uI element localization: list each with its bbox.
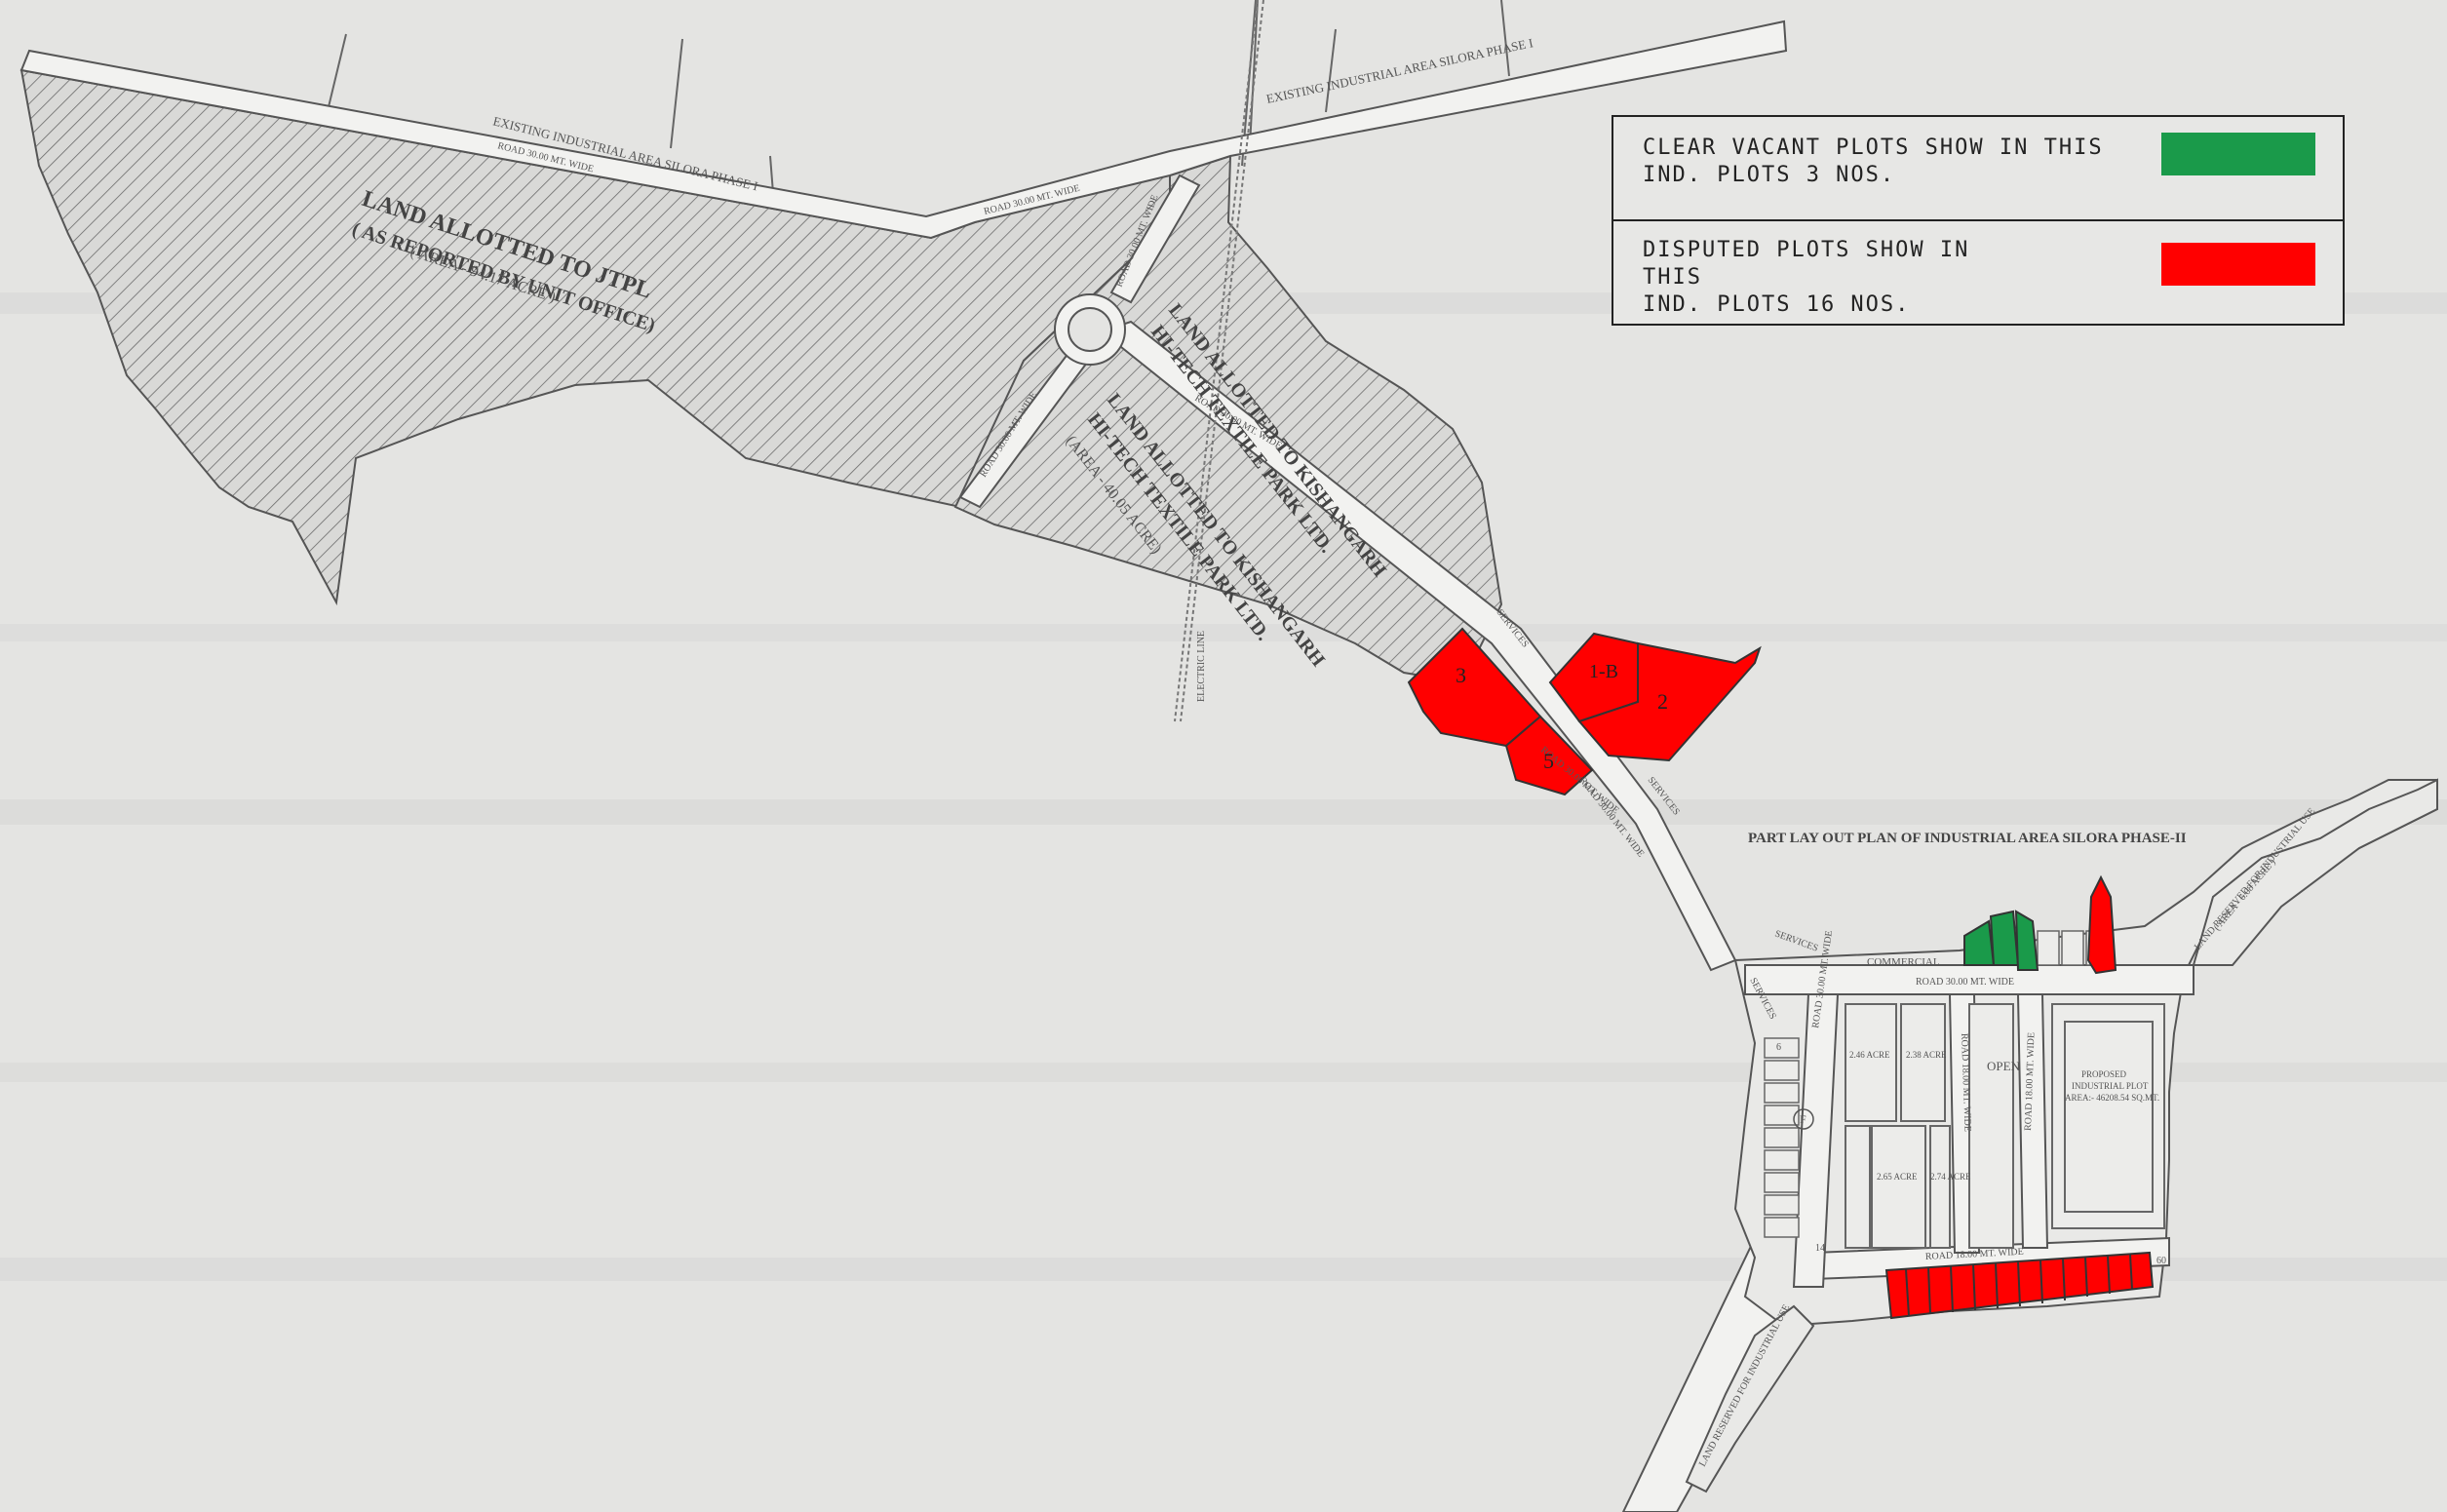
legend-disputed-line1: DISPUTED PLOTS SHOW IN: [1643, 238, 1970, 262]
reserved-land-left: [1685, 1304, 1815, 1493]
proposed-label-line3: AREA:- 46208.54 SQ.MT.: [2065, 1093, 2159, 1103]
disputed-plot-top: [2086, 874, 2117, 975]
facility-marker: [1793, 1108, 1814, 1130]
roundabout-center: [1068, 307, 1112, 352]
block-a4-label: 2.74 ACRE: [1930, 1172, 1971, 1182]
block-a1-label: 2.46 ACRE: [1849, 1050, 1890, 1060]
plot-2-label: 2: [1657, 689, 1668, 714]
plot-5-label: 5: [1543, 749, 1554, 773]
plot-2: [1577, 641, 1762, 762]
block-a2-label: 2.38 ACRE: [1906, 1050, 1947, 1060]
vacant-plot-2: [1989, 910, 2020, 966]
electric-line-label: ELECTRIC LINE: [1196, 631, 1207, 702]
legend-disputed-swatch: [2161, 243, 2315, 286]
road-phase2-bottom-label: ROAD 18.00 MT. WIDE: [1925, 1247, 2024, 1262]
vacant-plot-3: [2014, 910, 2039, 971]
phase2-title: PART LAY OUT PLAN OF INDUSTRIAL AREA SIL…: [1748, 831, 2187, 846]
plot-6-label: 6: [1776, 1042, 1781, 1053]
phase2-small-plots: [1764, 1037, 1800, 1238]
legend-vacant-swatch: [2161, 133, 2315, 175]
phase2-plot-blocks: [1845, 1003, 2165, 1249]
legend-vacant-line1: CLEAR VACANT PLOTS SHOW IN THIS: [1643, 136, 2104, 160]
facility-marker-label: F: [1800, 1112, 1806, 1126]
legend-disputed-line3: IND. PLOTS 16 NOS.: [1643, 292, 1911, 317]
block-a3-label: 2.65 ACRE: [1877, 1172, 1918, 1182]
road-phase2-right-label: ROAD 18.00 MT. WIDE: [2023, 1032, 2038, 1131]
road-top: [19, 19, 1788, 240]
electric-line: [1174, 0, 1264, 722]
plot-3-label: 3: [1456, 663, 1466, 687]
map-legend: CLEAR VACANT PLOTS SHOW IN THIS IND. PLO…: [1612, 115, 2345, 326]
plot-5: [1504, 715, 1594, 796]
plot-14-label: 14: [1815, 1243, 1825, 1254]
commercial-label: COMMERCIAL: [1867, 956, 1940, 968]
plot-60-label: 60: [2156, 1256, 2166, 1266]
disputed-plots-upper: [1407, 627, 1762, 796]
disputed-plots-strip: [1884, 1251, 2155, 1320]
proposed-label-line2: INDUSTRIAL PLOT: [2072, 1081, 2149, 1091]
legend-vacant-row: CLEAR VACANT PLOTS SHOW IN THIS IND. PLO…: [1613, 117, 2343, 221]
reserved-land-right: [2192, 778, 2438, 966]
road-phase2-mid-label: ROAD 18.00 MT. WIDE: [1959, 1033, 1973, 1132]
legend-disputed-row: DISPUTED PLOTS SHOW IN THIS IND. PLOTS 1…: [1613, 221, 2343, 326]
legend-vacant-line2: IND. PLOTS 3 NOS.: [1643, 163, 1896, 187]
road-spur: [1109, 174, 1201, 304]
vacant-plots: [1963, 910, 2039, 971]
proposed-label-line1: PROPOSED: [2081, 1069, 2127, 1079]
open-label: OPEN: [1987, 1059, 2021, 1073]
plot-1b-label: 1-B: [1589, 661, 1618, 682]
road-phase2-top-label: ROAD 30.00 MT. WIDE: [1916, 977, 2014, 988]
legend-disputed-line2: THIS: [1643, 265, 1702, 290]
